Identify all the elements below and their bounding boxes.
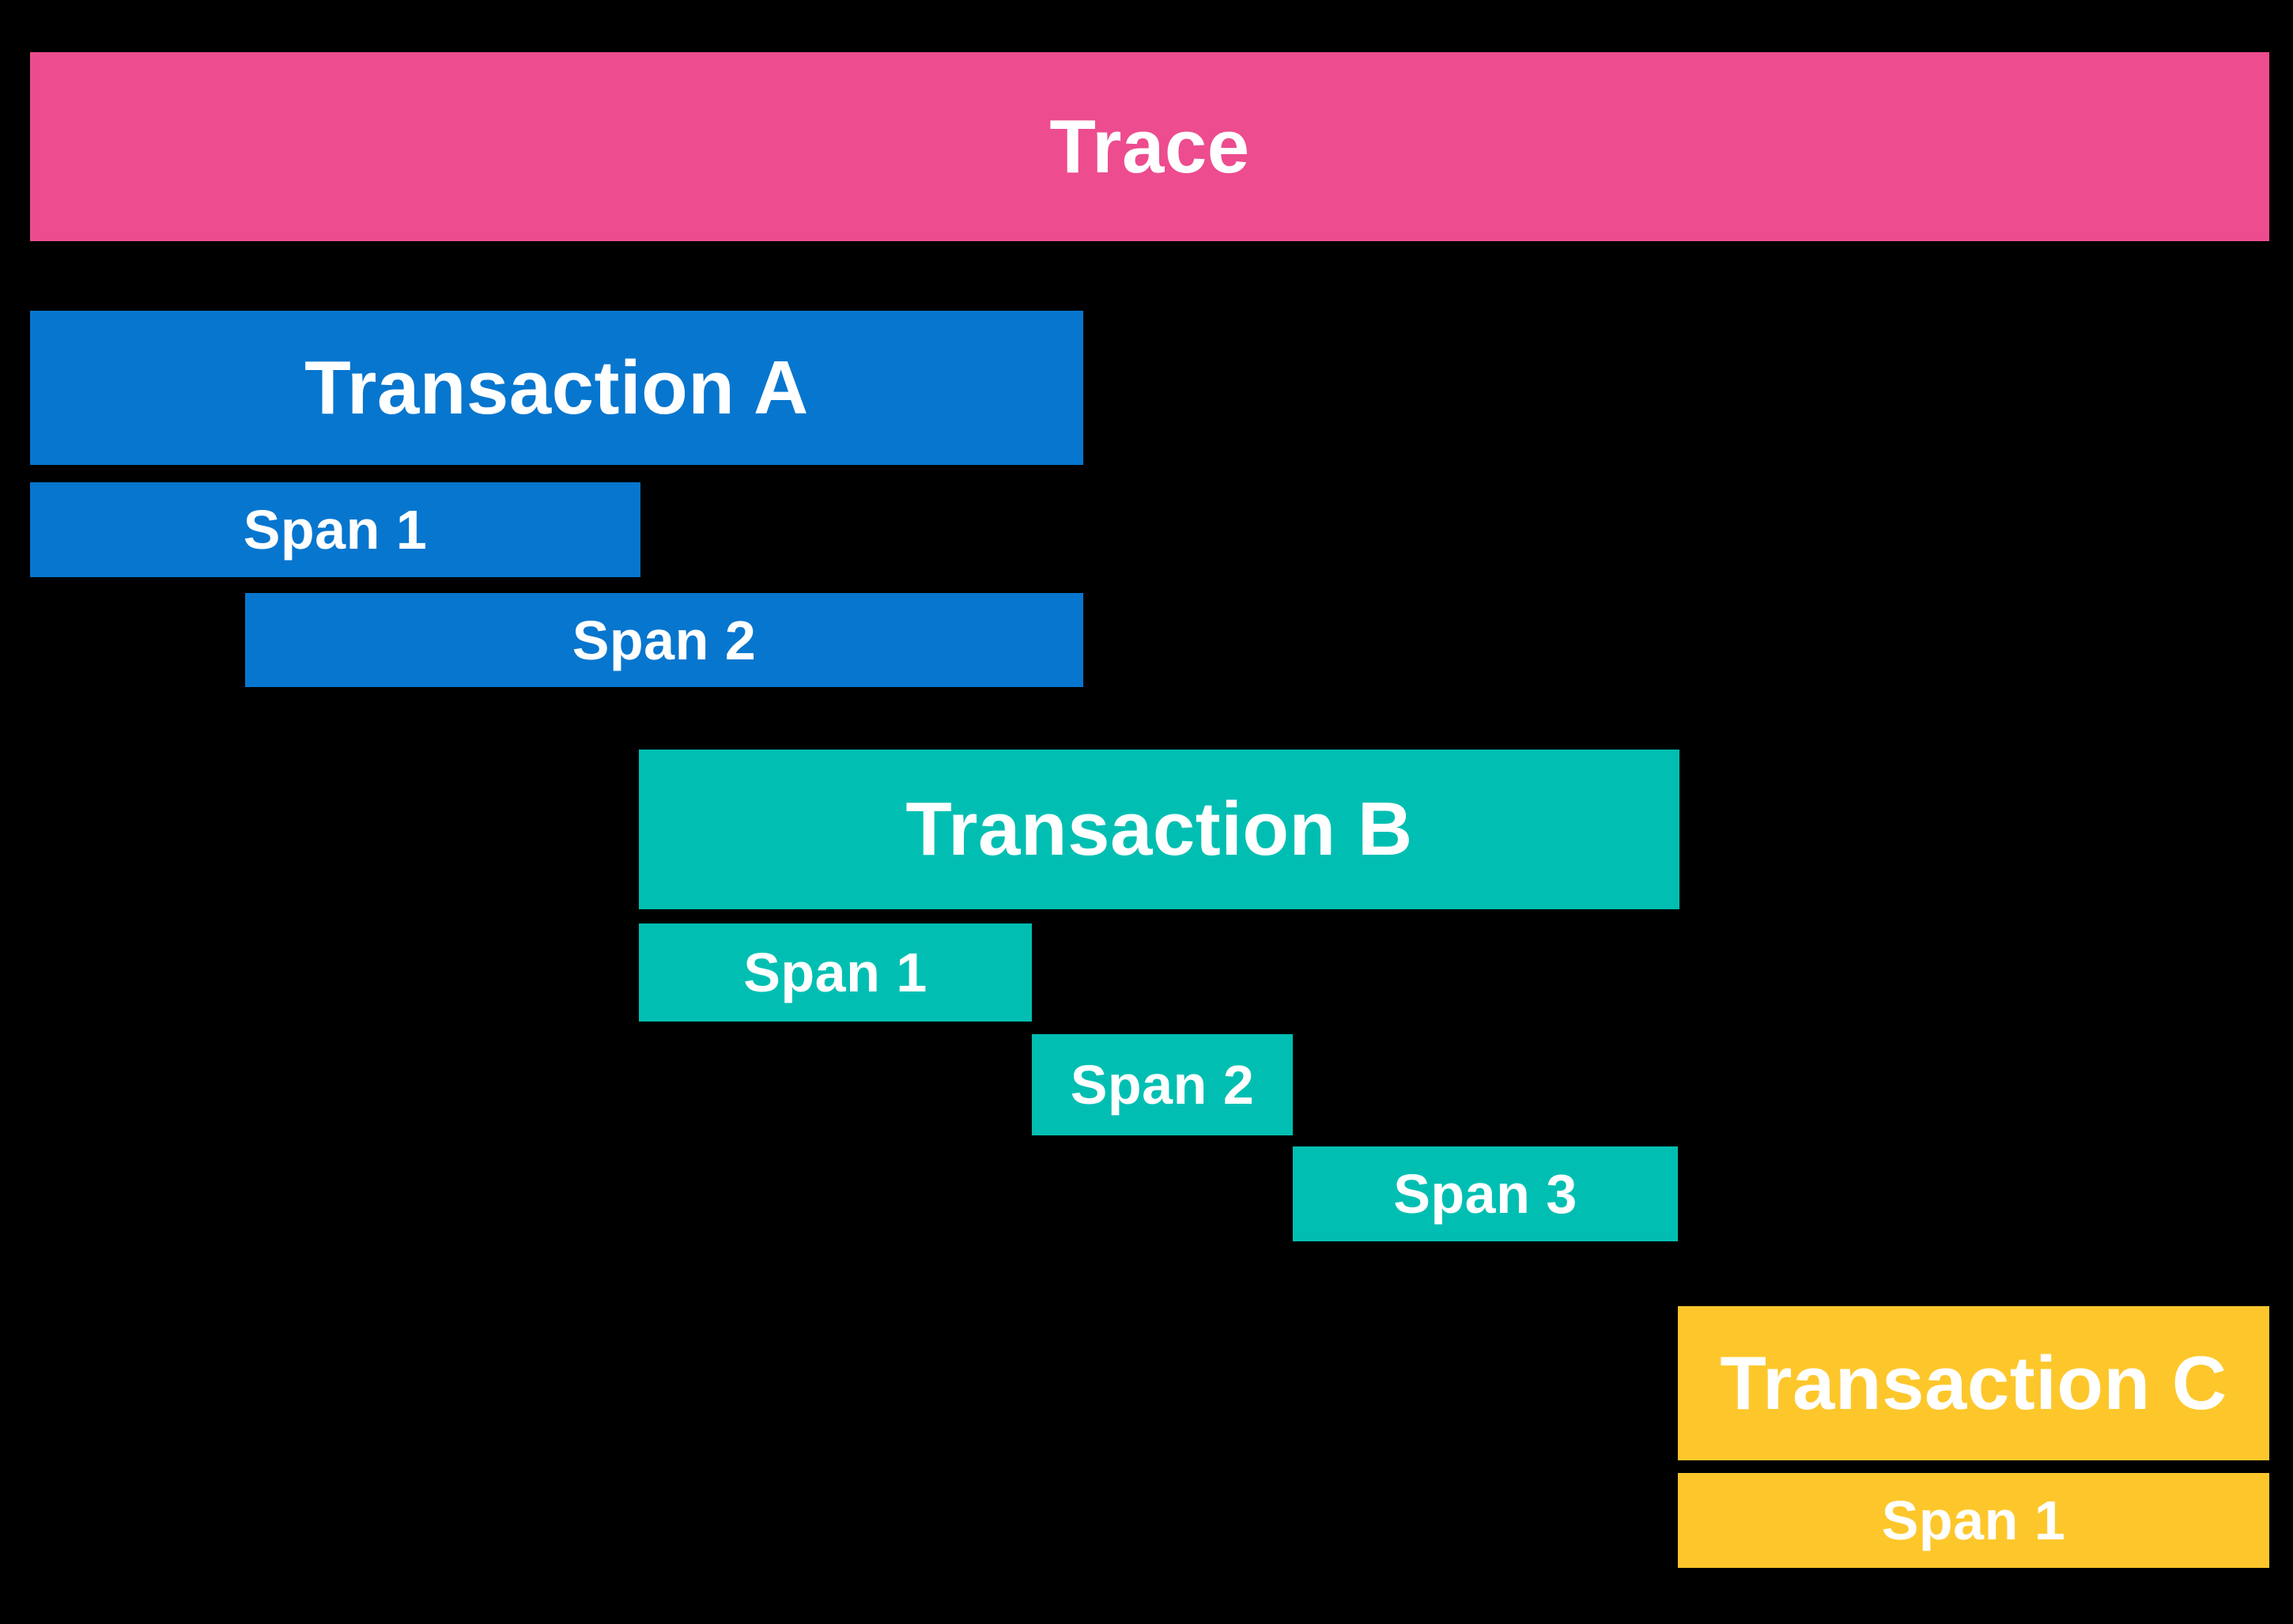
transaction-a-bar: Transaction A bbox=[30, 311, 1083, 465]
transaction-b-span-3-bar: Span 3 bbox=[1293, 1146, 1678, 1241]
transaction-b-span-1-bar: Span 1 bbox=[639, 923, 1032, 1022]
transaction-a-span-1-label: Span 1 bbox=[243, 499, 428, 561]
transaction-b-span-2-label: Span 2 bbox=[1070, 1054, 1255, 1116]
transaction-a-span-1-bar: Span 1 bbox=[30, 482, 640, 577]
transaction-b-label: Transaction B bbox=[905, 787, 1413, 871]
transaction-b-span-3-label: Span 3 bbox=[1393, 1163, 1577, 1225]
transaction-c-label: Transaction C bbox=[1720, 1340, 2227, 1426]
trace-bar: Trace bbox=[30, 52, 2269, 241]
transaction-a-label: Transaction A bbox=[304, 345, 809, 430]
transaction-a-span-2-label: Span 2 bbox=[572, 609, 757, 671]
trace-label: Trace bbox=[1049, 104, 1250, 189]
transaction-b-span-1-label: Span 1 bbox=[743, 942, 927, 1003]
transaction-b-bar: Transaction B bbox=[639, 750, 1679, 909]
transaction-a-span-2-bar: Span 2 bbox=[245, 593, 1083, 687]
transaction-c-span-1-label: Span 1 bbox=[1881, 1490, 2066, 1551]
transaction-b-span-2-bar: Span 2 bbox=[1032, 1034, 1293, 1135]
transaction-c-bar: Transaction C bbox=[1678, 1306, 2269, 1460]
transaction-c-span-1-bar: Span 1 bbox=[1678, 1473, 2269, 1568]
